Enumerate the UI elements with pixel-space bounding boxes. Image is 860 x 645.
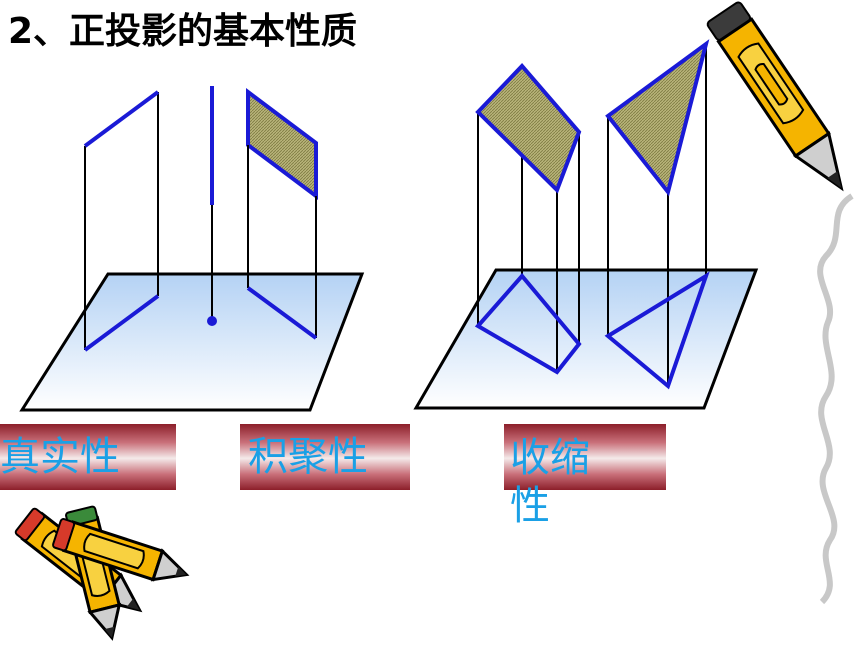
page-title: 2、正投影的基本性质 <box>8 11 358 52</box>
label-contraction: 收缩性 <box>510 435 590 529</box>
wavy-line-decoration <box>817 193 854 605</box>
label-bar-contraction <box>504 424 666 490</box>
label-bar-accumulation <box>240 424 410 490</box>
accumulation-line-figure <box>207 86 217 326</box>
right-projection-plane <box>413 268 759 410</box>
accumulation-plane-figure <box>246 88 318 340</box>
contraction-parallelogram-figure <box>474 63 582 375</box>
crossed-pencils-icon <box>14 505 190 641</box>
label-bar-true-shape <box>0 424 176 490</box>
true-shape-figure <box>83 90 160 352</box>
label-true-shape: 真实性 <box>0 434 120 480</box>
pencil-icon <box>706 1 844 192</box>
contraction-triangle-figure <box>604 39 710 390</box>
left-projection-plane <box>19 272 365 412</box>
label-accumulation: 积聚性 <box>248 434 368 480</box>
